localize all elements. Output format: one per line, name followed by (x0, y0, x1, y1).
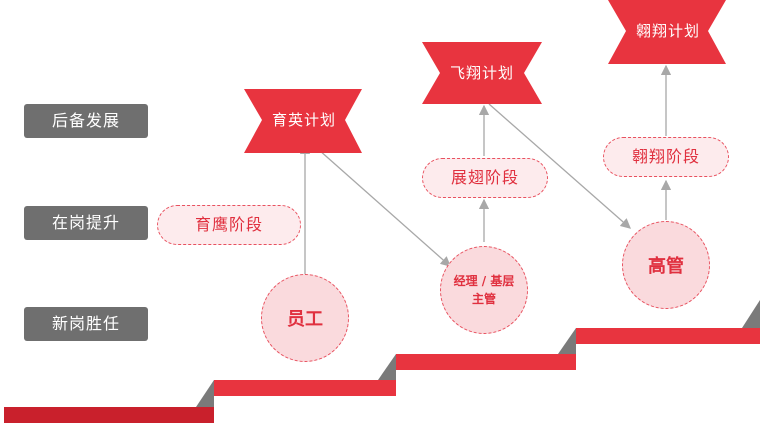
arrow-feixiang-to-senior (488, 103, 631, 229)
bowtie-yuying (244, 89, 362, 153)
role-staff-label: 员工 (287, 309, 323, 330)
step-4 (576, 328, 760, 344)
role-manager-label-line1: 经理 / 基层 (453, 274, 515, 288)
step-4-riser (742, 300, 760, 328)
step-2 (214, 380, 396, 396)
role-senior: 高管 (622, 221, 710, 309)
arrow-yuying-to-manager (309, 141, 451, 267)
stage-label-reserve: 后备发展 (24, 104, 148, 138)
connectors (299, 64, 672, 274)
staircase (4, 300, 760, 423)
stage-label-newjob: 新岗胜任 (24, 307, 148, 341)
step-3 (396, 354, 576, 370)
role-staff: 员工 (261, 274, 349, 362)
phase-yuying: 育鹰阶段 (157, 205, 301, 245)
step-1 (4, 407, 214, 423)
program-yuying: 育英计划 (271, 111, 336, 129)
stage-label-onjob: 在岗提升 (24, 206, 148, 240)
step-3-riser (558, 328, 576, 354)
role-manager-label-line2: 主管 (471, 292, 496, 306)
step-2-riser (378, 354, 396, 380)
program-feixiang: 飞翔计划 (449, 64, 514, 82)
bowtie-aoxiang (608, 0, 726, 64)
bowtie-feixiang (422, 42, 542, 104)
phase-zhanchi: 展翅阶段 (422, 158, 548, 198)
step-1-riser (196, 380, 214, 407)
program-aoxiang: 翱翔计划 (635, 22, 700, 40)
phase-aoxiang: 翱翔阶段 (603, 137, 729, 177)
role-manager: 经理 / 基层 主管 (440, 246, 528, 334)
role-senior-label: 高管 (648, 256, 684, 277)
